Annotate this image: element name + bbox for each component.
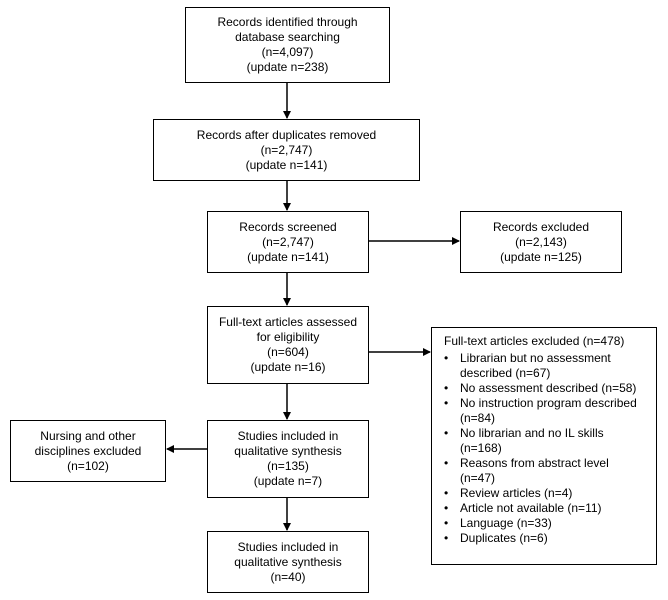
qualitative-synthesis-count: (n=135) <box>267 459 309 473</box>
exclusion-reason-item: • Review articles (n=4) <box>444 486 648 501</box>
duplicates-removed-update: (update n=141) <box>245 157 328 172</box>
qualitative-synthesis-box: Studies included in qualitative synthesi… <box>207 420 369 498</box>
exclusion-reason-text: Librarian but no assessment <box>460 351 611 365</box>
bullet-icon: • <box>444 396 449 410</box>
records-excluded-box: Records excluded (n=2,143) (update n=125… <box>460 211 622 273</box>
exclusion-reason-text: No librarian and no IL skills <box>460 426 604 440</box>
exclusion-reason-text: Review articles (n=4) <box>460 486 573 500</box>
exclusion-reason-item: • Reasons from abstract level <box>444 456 648 471</box>
exclusion-reason-text: described (n=67) <box>460 366 551 380</box>
qualitative-synthesis-update: (update n=7) <box>253 474 323 488</box>
bullet-icon: • <box>444 456 449 470</box>
exclusion-reasons-list: • Librarian but no assessment described (… <box>444 351 648 546</box>
fulltext-assessed-update: (update n=16) <box>250 360 326 374</box>
records-excluded-update: (update n=125) <box>500 249 582 264</box>
fulltext-assessed-line: Full-text articles assessed <box>218 315 358 329</box>
bullet-icon: • <box>444 426 449 440</box>
exclusion-reason-text: Duplicates (n=6) <box>460 531 548 545</box>
records-identified-line: Records identified through <box>217 15 358 29</box>
qualitative-synthesis-line: Studies included in <box>237 429 339 443</box>
bullet-icon: • <box>444 531 449 545</box>
records-excluded-title: Records excluded <box>492 219 590 234</box>
fulltext-excluded-title: Full-text articles excluded (n=478) <box>444 334 625 348</box>
nursing-excluded-box: Nursing and other disciplines excluded (… <box>10 420 166 482</box>
exclusion-reason-continuation: (n=168) <box>444 441 648 456</box>
final-qualitative-synthesis-count: (n=40) <box>270 569 306 584</box>
exclusion-reason-text: (n=84) <box>460 411 496 425</box>
exclusion-reason-item: • No instruction program described <box>444 396 648 411</box>
nursing-excluded-count: (n=102) <box>67 458 109 473</box>
exclusion-reason-continuation: (n=47) <box>444 471 648 486</box>
fulltext-assessed-count: (n=604) <box>267 345 309 359</box>
exclusion-reason-continuation: (n=84) <box>444 411 648 426</box>
exclusion-reason-text: Reasons from abstract level <box>460 456 609 470</box>
records-screened-title: Records screened <box>239 219 337 234</box>
nursing-excluded-line: disciplines excluded <box>34 443 142 458</box>
exclusion-reason-text: No instruction program described <box>460 396 637 410</box>
exclusion-reason-text: No assessment described (n=58) <box>460 381 637 395</box>
exclusion-reason-text: Article not available (n=11) <box>460 501 602 515</box>
exclusion-reason-text: Language (n=33) <box>460 516 552 530</box>
exclusion-reason-item: • Language (n=33) <box>444 516 648 531</box>
records-screened-update: (update n=141) <box>247 249 329 264</box>
records-screened-count: (n=2,747) <box>262 234 314 249</box>
records-identified-line: database searching <box>235 30 340 44</box>
duplicates-removed-count: (n=2,747) <box>260 142 313 157</box>
final-qualitative-synthesis-line: Studies included in <box>237 539 339 554</box>
exclusion-reason-item: • No assessment described (n=58) <box>444 381 648 396</box>
duplicates-removed-title: Records after duplicates removed <box>196 127 377 142</box>
nursing-excluded-line: Nursing and other <box>40 428 136 443</box>
exclusion-reason-text: (n=47) <box>460 471 496 485</box>
final-qualitative-synthesis-box: Studies included in qualitative synthesi… <box>207 531 369 593</box>
exclusion-reason-text: (n=168) <box>460 441 502 455</box>
bullet-icon: • <box>444 486 449 500</box>
exclusion-reason-item: • No librarian and no IL skills <box>444 426 648 441</box>
exclusion-reason-item: • Article not available (n=11) <box>444 501 648 516</box>
fulltext-assessed-box: Full-text articles assessed for eligibil… <box>207 306 369 384</box>
records-screened-box: Records screened (n=2,747) (update n=141… <box>207 211 369 273</box>
records-identified-update: (update n=238) <box>246 60 329 74</box>
exclusion-reason-item: • Duplicates (n=6) <box>444 531 648 546</box>
exclusion-reason-item: • Librarian but no assessment <box>444 351 648 366</box>
bullet-icon: • <box>444 516 449 530</box>
records-excluded-count: (n=2,143) <box>515 234 567 249</box>
records-identified-count: (n=4,097) <box>261 45 314 59</box>
duplicates-removed-box: Records after duplicates removed (n=2,74… <box>153 119 420 181</box>
qualitative-synthesis-line: qualitative synthesis <box>234 444 342 458</box>
bullet-icon: • <box>444 351 449 365</box>
final-qualitative-synthesis-line: qualitative synthesis <box>234 554 342 569</box>
bullet-icon: • <box>444 501 449 515</box>
exclusion-reason-continuation: described (n=67) <box>444 366 648 381</box>
fulltext-assessed-line: for eligibility <box>256 330 320 344</box>
fulltext-excluded-box: Full-text articles excluded (n=478) • Lib… <box>431 327 657 565</box>
records-identified-box: Records identified through database sear… <box>185 7 390 83</box>
bullet-icon: • <box>444 381 449 395</box>
